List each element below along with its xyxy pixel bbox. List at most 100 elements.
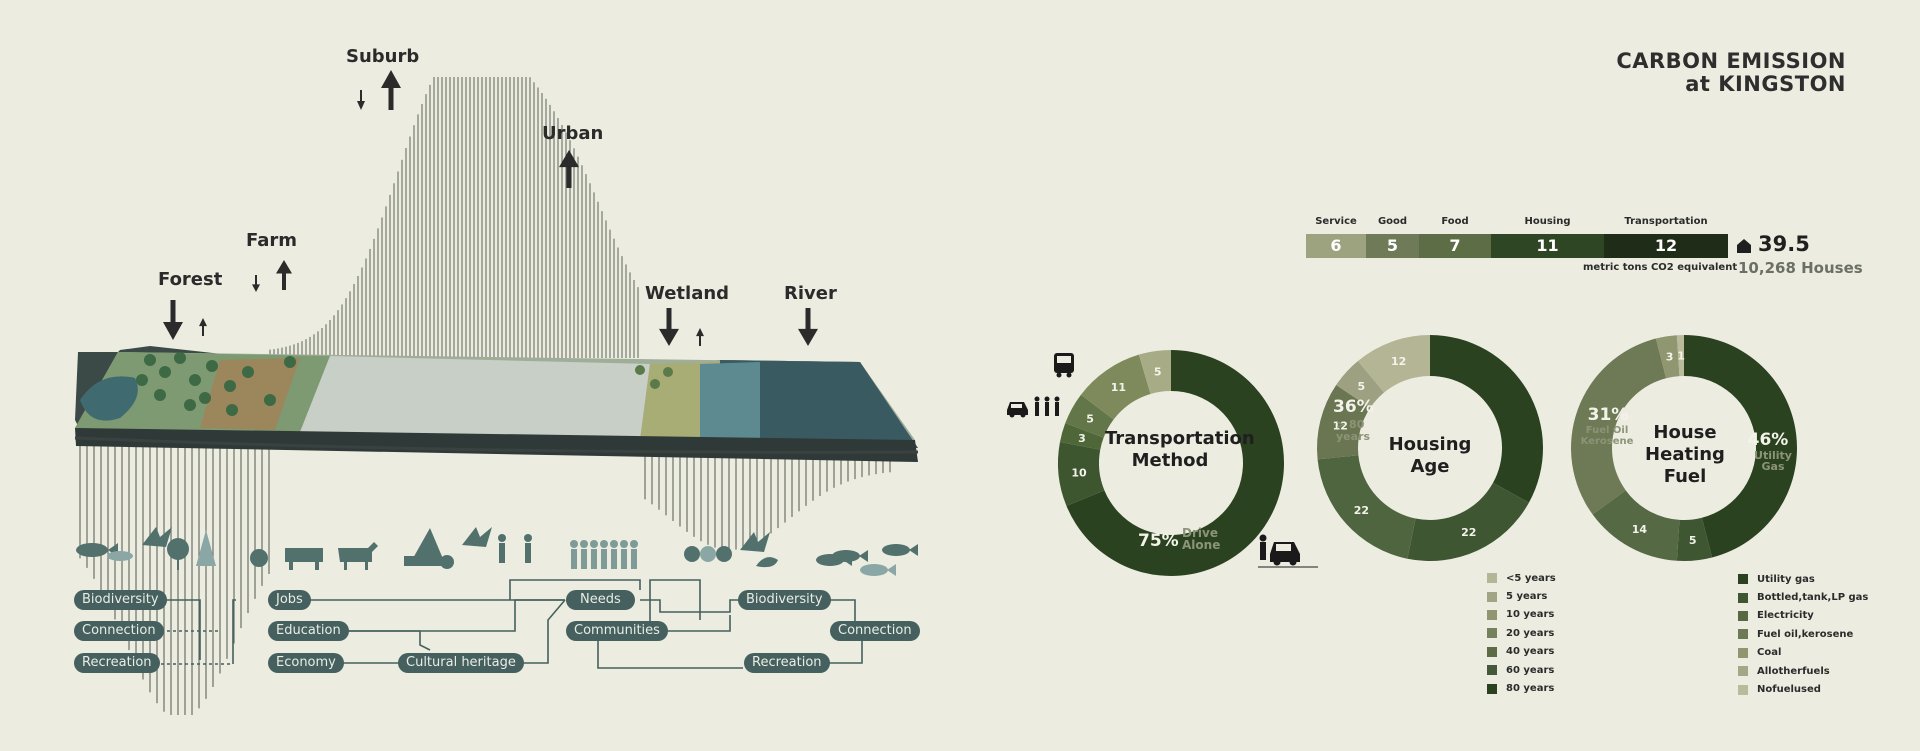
- person-icon: [620, 540, 628, 548]
- donut-highlight-label: > 80: [1336, 418, 1365, 431]
- arrow-up-icon: [381, 70, 401, 110]
- tree-trunk: [177, 555, 179, 570]
- emission-spikes-down: [79, 440, 891, 715]
- person-icon: [610, 540, 618, 548]
- tree: [206, 360, 218, 372]
- arrow-up-icon: [199, 318, 207, 336]
- person-icon: [498, 534, 506, 542]
- person-body: [581, 549, 587, 569]
- donut-slice: [1571, 338, 1667, 515]
- legend-label: Utility gas: [1757, 573, 1815, 585]
- donut-slice-label: 11: [1111, 381, 1126, 394]
- tree-icon: [196, 530, 216, 566]
- zone-label-wetland: Wetland: [645, 283, 730, 304]
- person-body: [631, 549, 637, 569]
- tree: [650, 379, 660, 389]
- donut-title-heating: House Heating Fuel: [1645, 422, 1725, 487]
- person-body: [525, 543, 531, 563]
- donut-slice: [1357, 335, 1430, 393]
- donut-slice: [1676, 335, 1684, 377]
- donut-slice-label: 5: [1154, 365, 1162, 378]
- legend-item: 60 years: [1487, 661, 1556, 679]
- tree: [264, 394, 276, 406]
- icon-row: [76, 527, 918, 576]
- tag-recreation-left: Recreation: [74, 653, 160, 673]
- legend-label: 40 years: [1506, 646, 1555, 658]
- donut-highlight-label: Utility: [1754, 449, 1792, 462]
- emission-segment-label: Transportation: [1624, 216, 1708, 227]
- fish-tail: [887, 564, 896, 576]
- legend-item: <5 years: [1487, 569, 1556, 587]
- donut-highlight-label: 31%: [1588, 405, 1629, 425]
- tree: [174, 352, 186, 364]
- fish-tail: [859, 550, 868, 562]
- legend-swatch: [1738, 684, 1748, 695]
- legend-label: 10 years: [1506, 609, 1555, 621]
- donut-slice-label: 10: [1071, 466, 1087, 479]
- donut-slice: [1592, 490, 1680, 561]
- tree: [154, 389, 166, 401]
- tag-economy: Economy: [268, 653, 344, 673]
- arrow-down-icon: [798, 308, 818, 346]
- legend-swatch: [1487, 683, 1497, 694]
- legend-label: Allotherfuels: [1757, 665, 1830, 677]
- emission-segment-label: Service: [1315, 216, 1357, 227]
- donut-slice: [1317, 455, 1416, 559]
- legend-label: <5 years: [1506, 572, 1556, 584]
- person-body: [601, 549, 607, 569]
- landscape-diagram: [74, 70, 919, 715]
- legend-swatch: [1738, 592, 1748, 603]
- page-title: CARBON EMISSION at KINGSTON: [1616, 50, 1846, 96]
- tag-jobs: Jobs: [268, 590, 311, 610]
- tree: [663, 367, 673, 377]
- tag-education: Education: [268, 621, 349, 641]
- tag-communities: Communities: [566, 621, 668, 641]
- donut-highlight-label: Alone: [1182, 538, 1220, 552]
- donut-slice: [1684, 335, 1797, 558]
- emission-total: 39.5: [1758, 232, 1810, 256]
- tree: [144, 354, 156, 366]
- legend-swatch: [1487, 573, 1497, 584]
- tree: [242, 366, 254, 378]
- donut-slice: [1676, 517, 1713, 561]
- tag-biodiversity-right: Biodiversity: [738, 590, 831, 610]
- zone-label-suburb: Suburb: [346, 46, 420, 67]
- legend-swatch: [1487, 609, 1497, 620]
- donut-slice-label: 1: [1677, 350, 1685, 363]
- donut-slice: [1065, 394, 1114, 438]
- legend-swatch: [1487, 665, 1497, 676]
- legend-label: Coal: [1757, 647, 1782, 659]
- legend-item: Fuel oil,kerosene: [1738, 625, 1868, 643]
- legend-swatch: [1738, 610, 1748, 621]
- apple-icon: [250, 549, 268, 567]
- person-body: [591, 549, 597, 569]
- legend-swatch: [1487, 591, 1497, 602]
- emission-segment-service: 6: [1306, 234, 1366, 258]
- person-icon: [600, 540, 608, 548]
- tag-biodiversity-left: Biodiversity: [74, 590, 167, 610]
- person-icon: [524, 534, 532, 542]
- arrow-down-icon: [252, 275, 260, 292]
- fish-icon: [860, 564, 888, 576]
- legend-swatch: [1738, 574, 1748, 585]
- tag-cultural-heritage: Cultural heritage: [398, 653, 524, 673]
- donut-slice: [1336, 360, 1385, 408]
- donut-slice-label: 14: [1632, 523, 1648, 536]
- person-body: [611, 549, 617, 569]
- legend-swatch: [1738, 647, 1748, 658]
- legend-label: 20 years: [1506, 627, 1555, 639]
- donut-highlight-label: 46%: [1748, 430, 1789, 450]
- legend-label: 80 years: [1506, 683, 1555, 695]
- donut-title-housing-age: Housing Age: [1388, 434, 1472, 477]
- houses-count: 10,268 Houses: [1738, 259, 1863, 277]
- tag-connection-left: Connection: [74, 621, 164, 641]
- donut-slice-label: 5: [1086, 412, 1094, 425]
- tree-icon: [700, 546, 716, 562]
- legend-label: Electricity: [1757, 610, 1814, 622]
- tree: [284, 356, 296, 368]
- donut-slice-label: 22: [1354, 504, 1369, 517]
- person-icon: [580, 540, 588, 548]
